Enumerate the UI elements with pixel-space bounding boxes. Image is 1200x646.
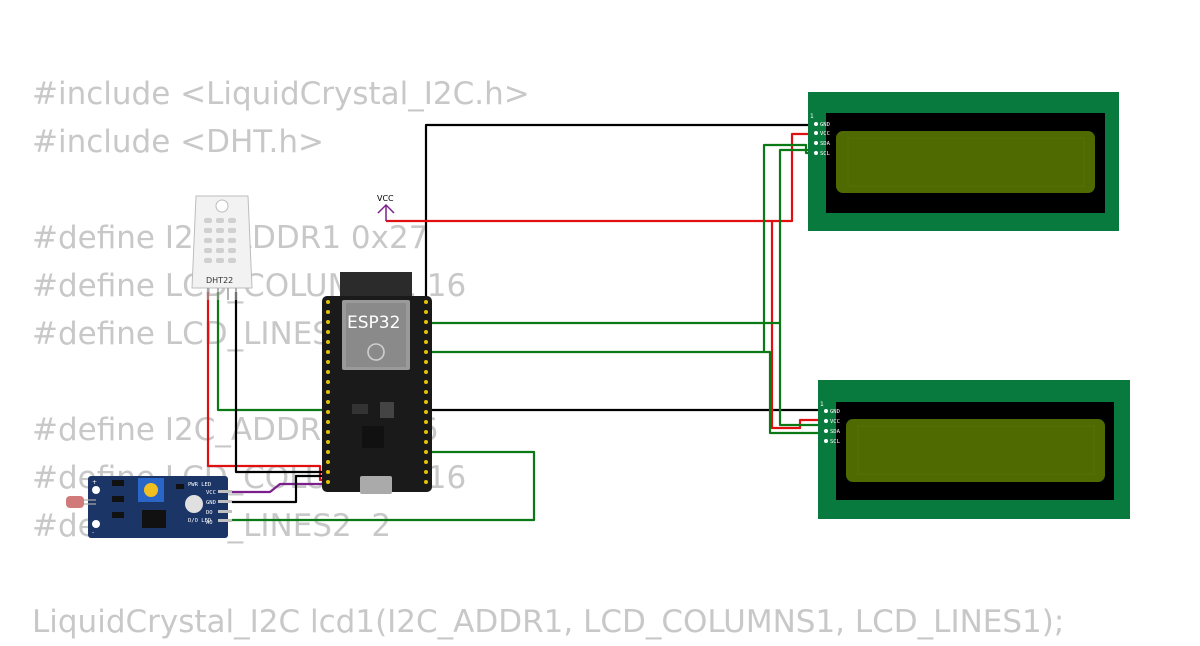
ldr-minus-label: - xyxy=(92,529,94,536)
wire-scl-lcd1[interactable] xyxy=(428,143,816,354)
wire-ldr-vcc[interactable] xyxy=(232,482,328,494)
lcd2-pin-vcc: VCC xyxy=(830,419,840,425)
wire-dht-gnd[interactable] xyxy=(234,292,328,474)
wires xyxy=(206,123,826,522)
lcd2-char-grid xyxy=(857,425,1095,475)
ldr-pin-vcc: VCC xyxy=(206,490,216,496)
lcd1-pin-sda: SDA xyxy=(820,141,831,147)
lcd1-pins: 1 GND VCC SDA SCL xyxy=(810,113,831,157)
code-line: #include <LiquidCrystal_I2C.h> xyxy=(32,76,530,112)
wire-ldr-gnd[interactable] xyxy=(232,474,328,504)
lcd1-pin-vcc: VCC xyxy=(820,131,830,137)
ldr-plus-label: + xyxy=(92,479,97,486)
lcd2-pin1-label: 1 xyxy=(820,401,824,408)
dht22-sensor[interactable]: DHT22 xyxy=(191,195,253,300)
ldr-do-led-label: D/O LED xyxy=(188,518,211,524)
ldr-comparator-chip xyxy=(142,510,166,528)
circuit-diagram: 1 GND VCC SDA SCL 1 GND VCC SDA SCL VCC xyxy=(66,92,1130,538)
esp32-left-pins xyxy=(326,300,330,484)
lcd1[interactable]: 1 GND VCC SDA SCL xyxy=(808,92,1119,231)
wire-vcc-lcd2[interactable] xyxy=(770,221,826,430)
espressif-logo-icon xyxy=(367,343,385,361)
ldr-pin-do: DO xyxy=(206,510,213,516)
lcd2-pins: 1 GND VCC SDA SCL xyxy=(820,401,841,445)
wire-dht-vcc[interactable] xyxy=(206,292,328,482)
usb-port xyxy=(360,476,392,494)
lcd1-pin-gnd: GND xyxy=(820,122,830,128)
lcd2-pin-scl: SCL xyxy=(830,439,841,445)
wire-vcc-lcd1[interactable] xyxy=(386,132,816,223)
dht22-grille xyxy=(204,218,236,263)
lcd1-pin-scl: SCL xyxy=(820,151,831,157)
wire-scl-lcd2[interactable] xyxy=(764,350,826,435)
wire-dht-data[interactable] xyxy=(216,292,328,412)
lcd2-pin-gnd: GND xyxy=(830,409,840,415)
ldr-photoresistor xyxy=(66,496,84,508)
code-line: #define LCD_LINES1 2 xyxy=(32,316,392,352)
dht22-label: DHT22 xyxy=(206,276,233,285)
vcc-label: VCC xyxy=(377,194,394,203)
ldr-pwr-led-label: PWR LED xyxy=(188,482,211,488)
ldr-module[interactable]: + - PWR LED D/O LED VCC GND DO AO xyxy=(66,476,232,538)
wire-ldr-ao[interactable] xyxy=(232,450,536,522)
esp32-right-pins xyxy=(424,300,428,484)
lcd1-char-grid xyxy=(847,137,1085,187)
lcd1-pin1-label: 1 xyxy=(810,113,814,120)
lcd2[interactable]: 1 GND VCC SDA SCL xyxy=(818,380,1130,519)
vcc-symbol[interactable]: VCC xyxy=(377,194,395,221)
esp32-board[interactable]: ESP32 xyxy=(322,272,432,494)
code-line: #include <DHT.h> xyxy=(32,124,325,160)
ldr-pin-gnd: GND xyxy=(206,500,216,506)
ldr-pin-ao: AO xyxy=(206,520,213,526)
wire-sda-lcd1[interactable] xyxy=(428,143,818,325)
code-line: #define I2C_ADDR1 0x27 xyxy=(32,220,429,256)
wire-sda-lcd2[interactable] xyxy=(778,323,826,427)
wire-gnd-lcd1[interactable] xyxy=(424,123,816,298)
esp32-label: ESP32 xyxy=(347,313,400,333)
lcd2-pin-sda: SDA xyxy=(830,429,841,435)
